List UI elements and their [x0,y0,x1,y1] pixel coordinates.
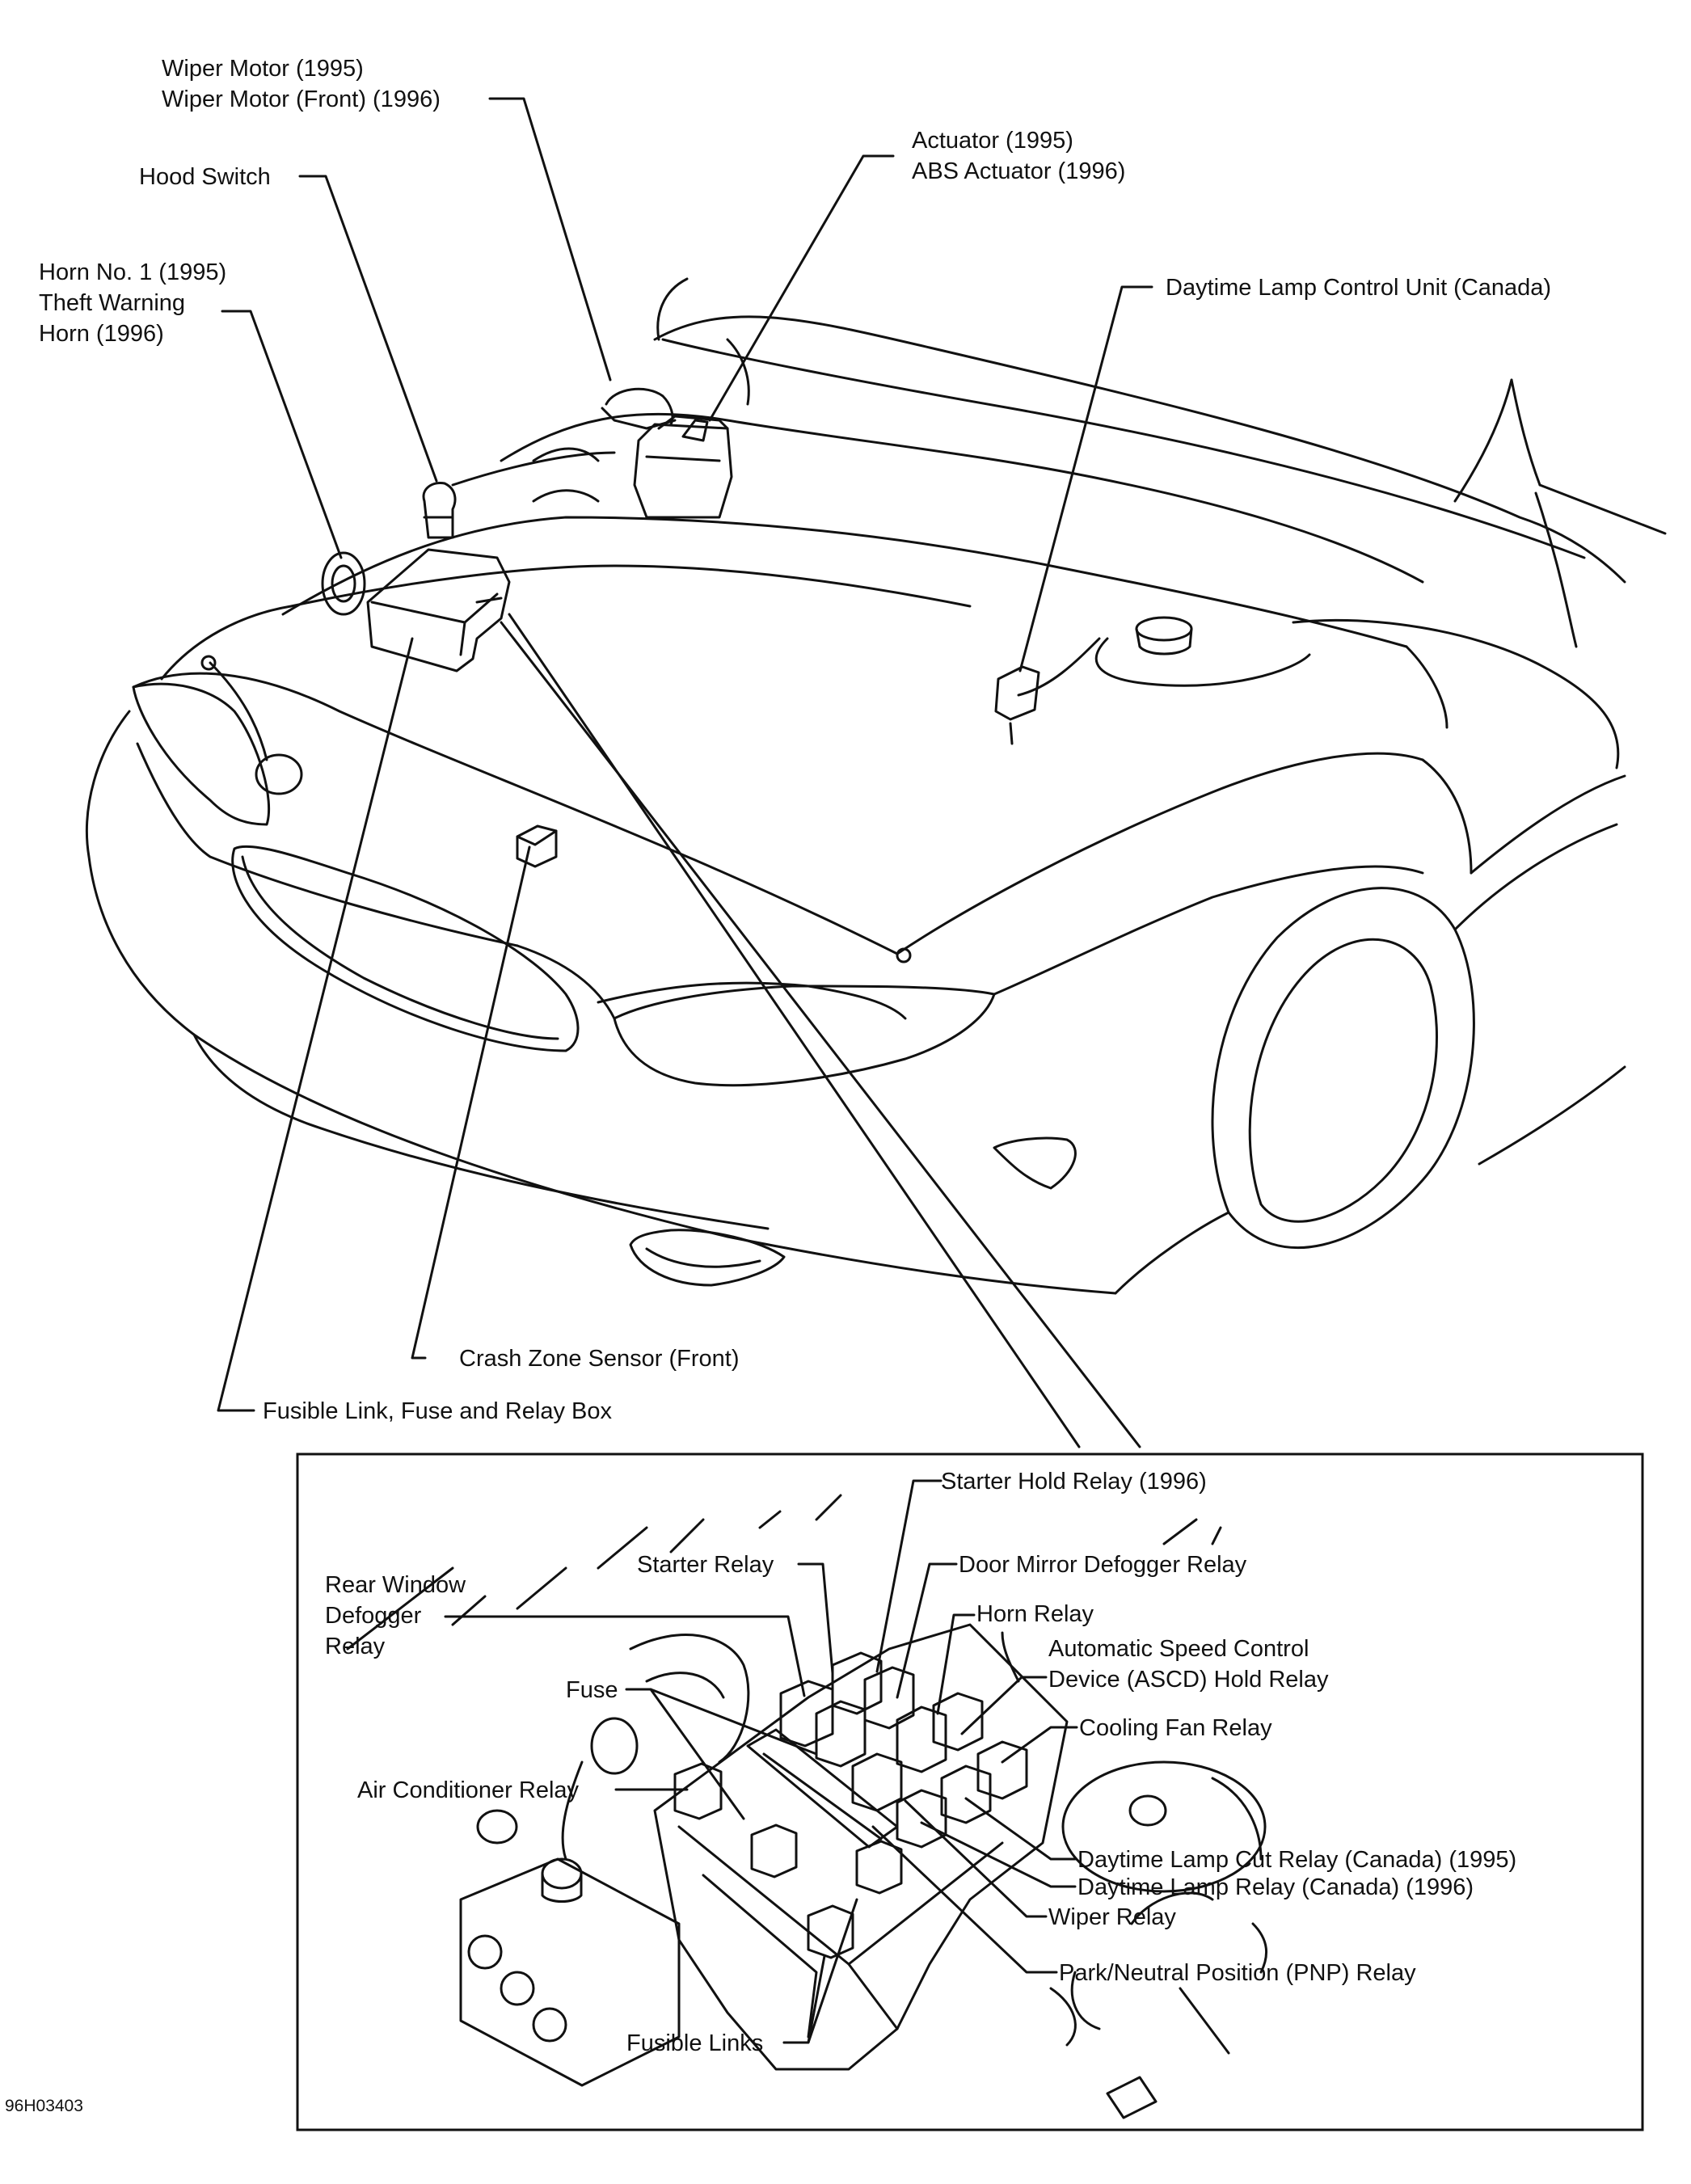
label-rear-window-line3: Relay [325,1634,386,1659]
label-horn-line1: Horn No. 1 (1995) [39,259,226,285]
callout-labels: Wiper Motor (1995) Wiper Motor (Front) (… [5,56,1551,2115]
label-wiper-motor-line2: Wiper Motor (Front) (1996) [162,86,441,112]
label-wiper-motor-line1: Wiper Motor (1995) [162,56,364,82]
label-daytime-lamp-relay: Daytime Lamp Relay (Canada) (1996) [1077,1874,1474,1900]
label-fuse: Fuse [566,1677,618,1703]
label-daytime-lamp-control-unit: Daytime Lamp Control Unit (Canada) [1166,275,1551,301]
label-horn-line2: Theft Warning [39,290,185,316]
label-actuator-line2: ABS Actuator (1996) [912,158,1125,184]
label-rear-window-line1: Rear Window [325,1572,466,1598]
label-pnp-relay: Park/Neutral Position (PNP) Relay [1059,1960,1416,1986]
label-horn-line3: Horn (1996) [39,321,164,347]
label-horn-relay: Horn Relay [976,1601,1094,1627]
label-daytime-lamp-cut-relay: Daytime Lamp Cut Relay (Canada) (1995) [1077,1847,1516,1873]
diagram-code: 96H03403 [5,2097,83,2115]
label-hood-switch: Hood Switch [139,164,271,190]
label-starter-relay: Starter Relay [637,1552,774,1578]
label-wiper-relay: Wiper Relay [1048,1904,1176,1930]
leader-lines [217,97,1153,2044]
label-door-mirror-defogger-relay: Door Mirror Defogger Relay [959,1552,1247,1578]
inset-frame [296,1452,1644,2131]
label-air-conditioner-relay: Air Conditioner Relay [357,1777,580,1803]
fuse-box-inset-illustration [346,1494,1268,2119]
car-illustration [86,277,1667,1295]
label-rear-window-line2: Defogger [325,1603,422,1629]
label-crash-zone-sensor: Crash Zone Sensor (Front) [459,1346,740,1372]
label-starter-hold-relay: Starter Hold Relay (1996) [941,1469,1207,1495]
label-cooling-fan-relay: Cooling Fan Relay [1079,1715,1272,1741]
label-ascd-line2: Device (ASCD) Hold Relay [1048,1667,1329,1693]
label-actuator-line1: Actuator (1995) [912,128,1073,154]
label-ascd-line1: Automatic Speed Control [1048,1636,1309,1662]
label-fuse-relay-box: Fusible Link, Fuse and Relay Box [263,1398,612,1424]
label-fusible-links: Fusible Links [626,2030,763,2056]
